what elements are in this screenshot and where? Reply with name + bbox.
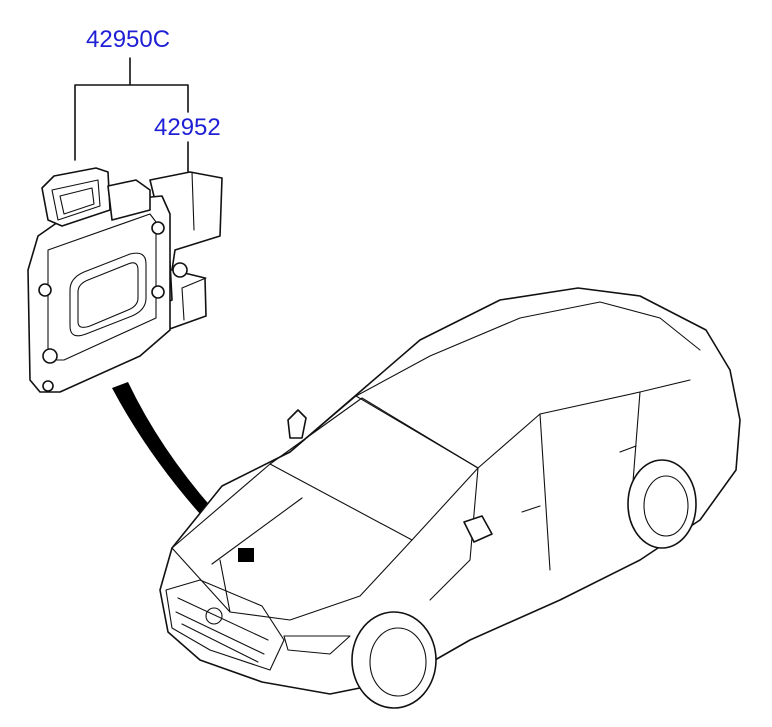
part-number-42952[interactable]: 42952 bbox=[154, 114, 221, 141]
part-number-42950c[interactable]: 42950C bbox=[86, 26, 171, 53]
car-illustration bbox=[159, 287, 741, 709]
leader-lines bbox=[74, 57, 189, 183]
module-location-marker bbox=[238, 548, 254, 562]
control-module[interactable] bbox=[27, 167, 223, 393]
